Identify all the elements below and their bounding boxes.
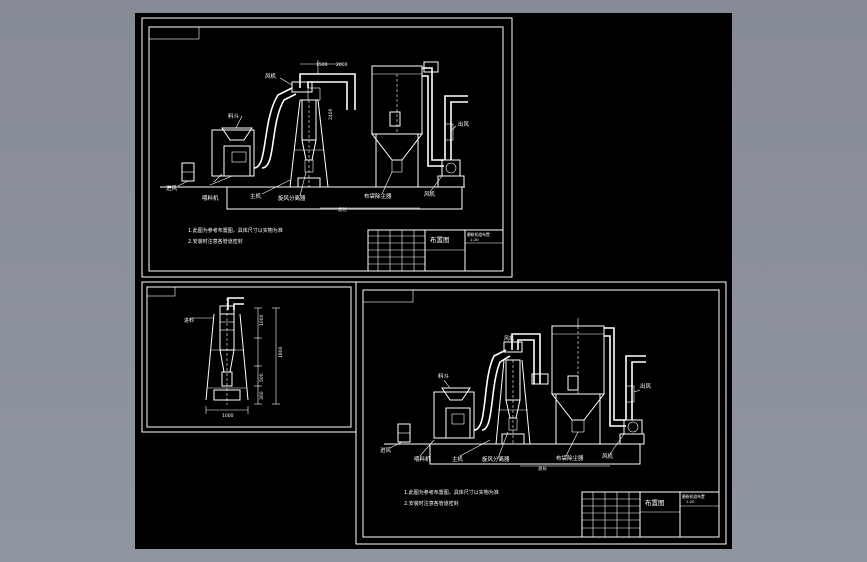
sheet-b-inner-border	[146, 286, 352, 428]
sheet-c-note-2: 2.安装时注意各管道密封	[404, 500, 459, 507]
sheet-b-cyclone-frame	[205, 298, 249, 405]
sheet-c-hopper	[441, 387, 471, 401]
sheet-a-note-2: 2.安装时注意各管道密封	[188, 238, 243, 245]
sheet-a-dim-w2: 2000	[336, 62, 348, 68]
sheet-a: 风机 料斗 喂料机 主机 旋风分离器 进风 布袋除尘器 风机 出风 总长 240…	[141, 17, 513, 278]
sheet-a-corner-tag	[148, 26, 200, 40]
sheet-a-bag-filter	[370, 65, 424, 187]
sheet-a-title-block	[367, 229, 504, 272]
sheet-c-label-outlet: 出风	[640, 382, 652, 390]
sheet-a-outer-border	[141, 17, 513, 278]
sheet-a-return-duct	[422, 67, 444, 161]
sheet-c-note-1: 1.此图为参考布置图，具体尺寸以实物为准	[404, 489, 499, 496]
sheet-c-label-feeder: 喂料机	[414, 455, 431, 463]
sheet-c-label-hopper: 料斗	[438, 372, 450, 380]
sheet-b-dim-1: 1000	[259, 314, 265, 326]
sheet-c-riser-pipe	[473, 349, 507, 431]
sheet-c: 料斗 喂料机 主机 旋风分离器 进风 布袋除尘器 风机 出风 总长 风机 1.此…	[355, 281, 727, 545]
sheet-a-top-duct	[299, 73, 356, 110]
sheet-b-dim-3: 500	[259, 373, 265, 382]
sheet-a-dim-h1: 2400	[328, 108, 334, 120]
sheet-b-dimension-lines	[190, 307, 280, 414]
sheet-c-scale: 1:20	[686, 499, 695, 504]
sheet-b-dim-2: 1800	[278, 346, 284, 358]
sheet-c-project: 磨粉机组布置	[682, 494, 705, 499]
sheet-a-riser-pipe	[253, 87, 293, 169]
sheet-c-label-base-dim: 总长	[538, 465, 547, 472]
sheet-a-label-outlet: 出风	[458, 120, 470, 128]
sheet-a-label-bag-filter: 布袋除尘器	[364, 192, 392, 200]
sheet-c-inner-border	[362, 289, 720, 538]
sheet-c-return-duct	[604, 327, 626, 421]
sheet-c-label-blower: 风机	[602, 452, 614, 460]
sheet-a-label-base-dim: 总长	[338, 206, 347, 213]
sheet-c-label-fan-top: 风机	[504, 335, 514, 342]
sheet-a-cyclone-tower	[289, 99, 329, 188]
sheet-c-bag-filter	[550, 318, 606, 444]
sheet-c-label-cyclone: 旋风分离器	[482, 455, 510, 463]
sheet-a-dim-w1: 1500	[316, 62, 328, 68]
sheet-a-label-cyclone: 旋风分离器	[278, 194, 306, 202]
sheet-c-label-mill: 主机	[452, 455, 464, 463]
sheet-c-outer-border	[355, 281, 727, 545]
sheet-c-cyclone-tower	[495, 359, 531, 445]
sheet-a-inner-border	[148, 26, 504, 272]
sheet-a-label-inlet: 进风	[166, 184, 178, 192]
sheet-a-label-feeder: 喂料机	[202, 194, 219, 202]
sheet-c-label-bag-filter: 布袋除尘器	[556, 454, 584, 462]
sheet-c-drawing-name: 布置图	[645, 498, 665, 507]
drawing-sheet	[135, 13, 732, 549]
sheet-a-label-mill: 主机	[250, 192, 262, 200]
sheet-a-project: 磨粉机组布置	[467, 232, 490, 237]
sheet-b-dim-4: 300	[259, 391, 265, 400]
sheet-a-drawing-name: 布置图	[430, 235, 450, 244]
sheet-a-hopper	[221, 127, 253, 141]
sheet-c-title-block	[581, 491, 720, 538]
sheet-a-label-hopper: 料斗	[228, 112, 240, 120]
sheet-a-note-1: 1.此图为参考布置图，具体尺寸以实物为准	[188, 227, 283, 234]
sheet-a-scale: 1:20	[470, 237, 479, 242]
sheet-b-bottom-dim: 1000	[222, 413, 234, 419]
sheet-a-label-blower: 风机	[424, 190, 436, 198]
sheet-a-label-fan-top: 风机	[265, 72, 277, 80]
sheet-b-left-mark: 进料	[184, 317, 194, 324]
sheet-c-label-inlet: 进风	[380, 446, 392, 454]
